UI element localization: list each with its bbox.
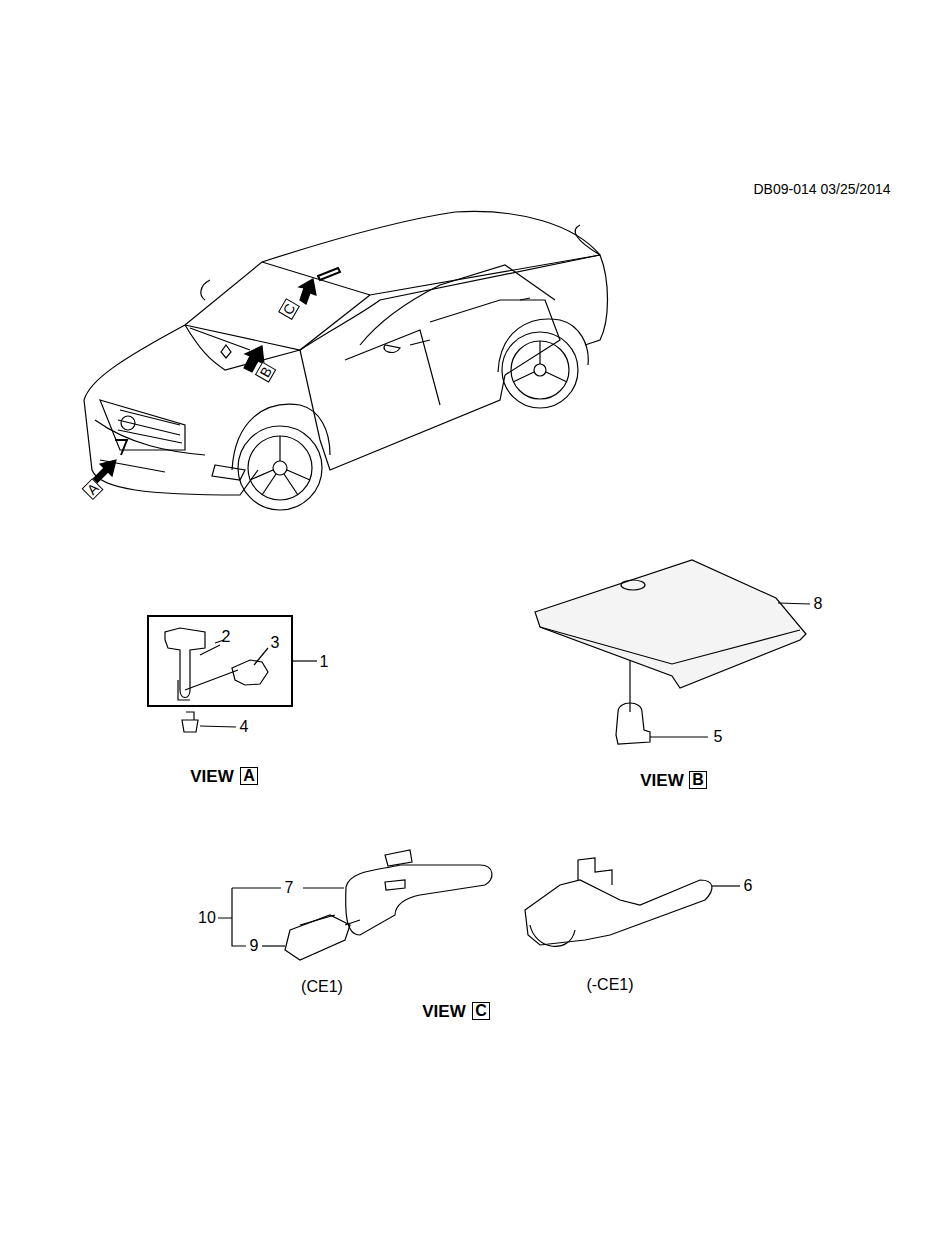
assembly-box: 23	[147, 615, 293, 707]
callout-number: 4	[240, 719, 249, 735]
view-caption: VIEW	[640, 772, 683, 789]
callout-number: 3	[271, 635, 280, 651]
callout-number: 6	[744, 878, 753, 894]
view-tag: A	[82, 478, 104, 500]
variant-code: (CE1)	[301, 979, 343, 995]
view-caption: VIEW	[190, 768, 233, 785]
view-tag: A	[240, 767, 258, 785]
callout-number: 5	[714, 729, 723, 745]
view-caption: VIEW	[422, 1003, 465, 1020]
callout-number: 9	[250, 938, 259, 954]
variant-code: (-CE1)	[586, 977, 633, 993]
callout-number: 8	[814, 596, 823, 612]
callout-number: 10	[198, 910, 216, 926]
drawing-code: DB09-014 03/25/2014	[754, 182, 891, 196]
view-tag: C	[278, 298, 300, 320]
callout-number: 1	[320, 654, 329, 670]
view-tag: B	[689, 771, 707, 789]
view-tag: C	[472, 1002, 490, 1020]
view-tag: B	[255, 361, 277, 382]
callout-number: 7	[285, 880, 294, 896]
callout-number: 2	[222, 629, 231, 645]
